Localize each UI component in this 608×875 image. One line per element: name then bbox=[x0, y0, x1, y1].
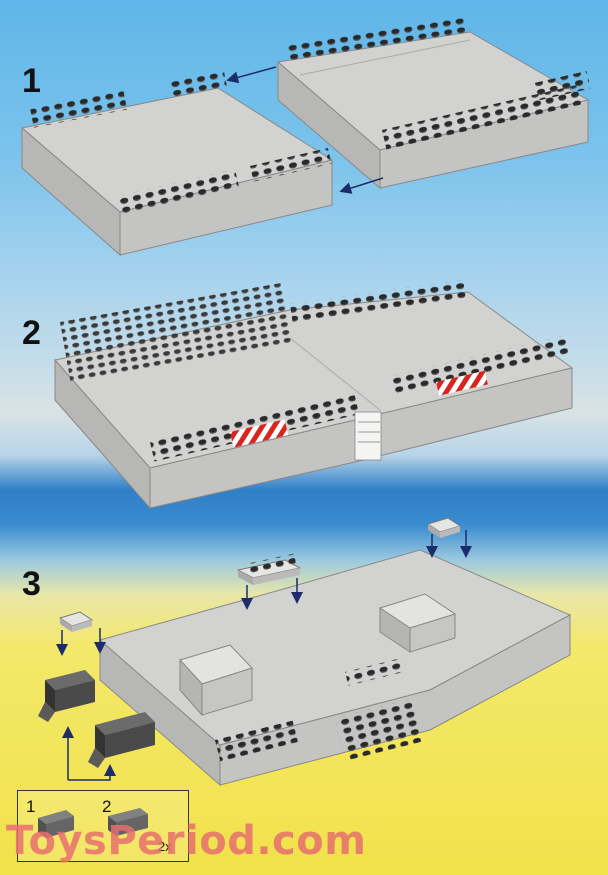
step-2-assembly bbox=[54, 279, 574, 510]
tile-floating-top bbox=[236, 553, 302, 585]
sub-assembly-inset: 1 2 2x bbox=[17, 790, 189, 862]
inset-step-2: 2 bbox=[102, 797, 112, 816]
tile-floating-left bbox=[58, 611, 94, 632]
step-3-assembly bbox=[38, 517, 572, 787]
baseplate-left-1 bbox=[20, 71, 334, 257]
watermark-text: ToysPeriod.com bbox=[6, 818, 367, 864]
baseplate-joined-2 bbox=[54, 279, 574, 510]
inset-bricks bbox=[38, 808, 148, 838]
tile-floating-right bbox=[426, 517, 462, 538]
step-number-3: 3 bbox=[22, 565, 41, 603]
hazard-stripe-left bbox=[230, 419, 289, 448]
arrow-join-bottom bbox=[339, 177, 384, 194]
arrow-join-top bbox=[226, 66, 277, 84]
inset-quantity: 2x bbox=[158, 839, 172, 854]
dark-brick-lower bbox=[88, 712, 155, 768]
step-number-2: 2 bbox=[22, 314, 41, 352]
step-1-assembly bbox=[20, 15, 591, 257]
arrow-brick-lower bbox=[68, 764, 116, 781]
dark-brick-upper bbox=[38, 670, 95, 722]
hazard-stripe-right bbox=[435, 370, 488, 396]
step-number-1: 1 bbox=[22, 62, 41, 100]
baseplate-right-1 bbox=[276, 15, 591, 190]
inset-step-1: 1 bbox=[26, 797, 36, 816]
baseplate-walls-3 bbox=[98, 549, 572, 787]
